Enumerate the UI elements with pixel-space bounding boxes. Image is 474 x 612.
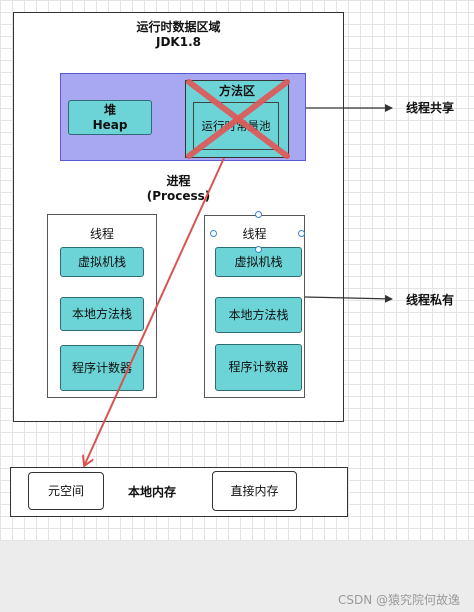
heap-box: 堆 Heap	[68, 100, 152, 135]
thread-2-native-method-stack: 本地方法栈	[215, 297, 302, 333]
metaspace-box: 元空间	[28, 472, 104, 510]
thread-1-native-stack-label: 本地方法栈	[71, 306, 132, 321]
selection-handle-top[interactable]	[255, 211, 262, 218]
thread-shared-label: 线程共享	[406, 101, 455, 115]
direct-memory-label: 直接内存	[230, 483, 279, 498]
metaspace-label: 元空间	[47, 483, 84, 498]
thread-1-pc-label: 程序计数器	[71, 360, 132, 375]
selection-handle-right[interactable]	[298, 230, 305, 237]
process-label-line2: (Process)	[146, 189, 211, 203]
runtime-area-title-line2: JDK1.8	[156, 35, 201, 49]
selection-handle-left[interactable]	[210, 230, 217, 237]
runtime-area-title: 运行时数据区域 JDK1.8	[13, 20, 344, 50]
thread-2-program-counter: 程序计数器	[215, 344, 302, 391]
thread-2-native-stack-label: 本地方法栈	[228, 307, 289, 322]
process-label-line1: 进程	[166, 174, 191, 188]
thread-1-vm-stack: 虚拟机栈	[60, 247, 144, 277]
watermark: CSDN @猿究院何故逸	[337, 593, 460, 607]
method-area-title: 方法区	[218, 84, 255, 98]
runtime-constant-pool-label: 运行时常量池	[201, 118, 271, 133]
thread-1-program-counter: 程序计数器	[60, 345, 144, 391]
footer-band	[0, 541, 474, 612]
thread-1-native-method-stack: 本地方法栈	[60, 297, 144, 331]
direct-memory-box: 直接内存	[212, 471, 297, 511]
heap-label: 堆	[103, 102, 116, 117]
runtime-constant-pool-box: 运行时常量池	[193, 102, 279, 150]
thread-2-pc-label: 程序计数器	[228, 360, 289, 374]
runtime-area-title-line1: 运行时数据区域	[136, 20, 221, 34]
thread-2-title: 线程	[242, 227, 267, 241]
thread-1-title: 线程	[89, 227, 114, 241]
thread-1-vm-stack-label: 虚拟机栈	[77, 254, 126, 269]
process-label: 进程 (Process)	[13, 174, 344, 204]
native-memory-label: 本地内存	[127, 485, 176, 499]
thread-private-label: 线程私有	[406, 293, 455, 307]
selection-handle-center[interactable]	[255, 246, 262, 253]
thread-2-vm-stack-label: 虚拟机栈	[234, 254, 283, 269]
heap-label-en: Heap	[92, 117, 128, 132]
